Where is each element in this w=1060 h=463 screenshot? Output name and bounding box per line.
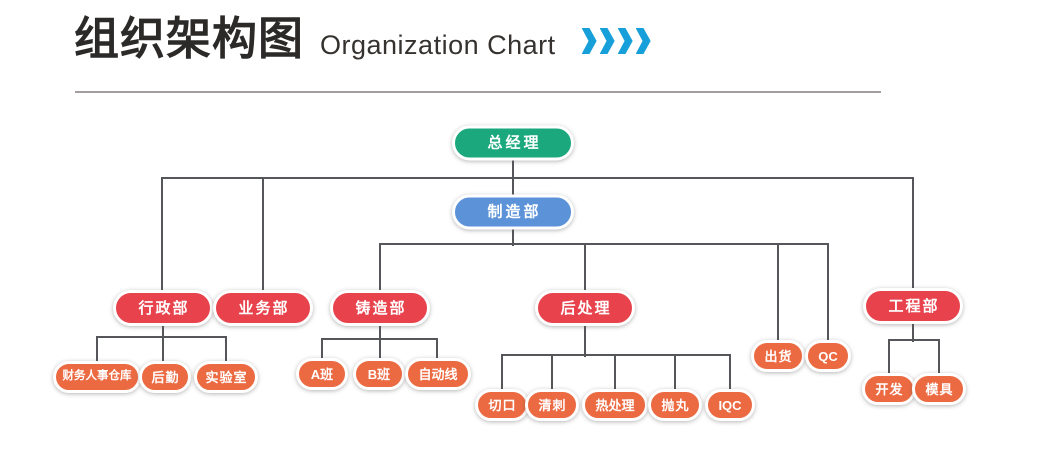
- connector-line: [262, 177, 264, 295]
- connector-line: [888, 339, 940, 341]
- connector-line: [161, 177, 914, 179]
- chevron-glyph: [617, 28, 633, 54]
- connector-line: [379, 243, 829, 245]
- org-node-laboratory: 实验室: [194, 361, 258, 393]
- connector-line: [161, 177, 163, 295]
- org-node-business-dept: 业务部: [213, 290, 313, 326]
- chevron-glyph: [599, 28, 615, 54]
- connector-line: [162, 336, 164, 366]
- org-node-engineering-dept: 工程部: [863, 288, 963, 324]
- chevron-glyph: [581, 28, 597, 54]
- connector-line: [501, 354, 503, 394]
- org-node-development: 开发: [862, 373, 916, 405]
- org-node-post-processing-dept: 后处理: [535, 290, 635, 326]
- org-node-mold: 模具: [912, 373, 966, 405]
- connector-line: [96, 336, 227, 338]
- divider: [75, 91, 881, 93]
- header: 组织架构图 Organization Chart: [74, 12, 651, 66]
- org-node-auto-line: 自动线: [405, 358, 471, 390]
- connector-line: [501, 354, 731, 356]
- connector-line: [436, 338, 438, 363]
- connector-line: [614, 354, 616, 394]
- connector-line: [888, 339, 890, 378]
- org-node-qc: QC: [805, 340, 851, 372]
- connector-line: [827, 243, 829, 345]
- connector-line: [96, 336, 98, 366]
- org-node-heat-treatment: 热处理: [582, 389, 648, 421]
- connector-line: [162, 321, 164, 339]
- org-node-shipping: 出货: [751, 340, 805, 372]
- org-node-admin-dept: 行政部: [113, 290, 213, 326]
- org-node-team-b: B班: [353, 358, 405, 390]
- connector-line: [912, 177, 914, 293]
- chevron-glyph: [635, 28, 651, 54]
- connector-line: [379, 338, 381, 363]
- page-title: 组织架构图: [74, 13, 305, 64]
- connector-line: [729, 354, 731, 394]
- org-node-shot-blasting: 抛丸: [648, 389, 702, 421]
- connector-line: [512, 225, 514, 246]
- connector-line: [912, 320, 914, 342]
- org-node-general-manager: 总经理: [452, 125, 574, 161]
- page-subtitle: Organization Chart: [320, 30, 556, 60]
- org-node-team-a: A班: [296, 358, 348, 390]
- connector-line: [379, 321, 381, 341]
- connector-line: [777, 243, 779, 345]
- connector-line: [225, 336, 227, 366]
- org-node-manufacturing-dept: 制造部: [452, 194, 574, 230]
- org-node-casting-dept: 铸造部: [330, 290, 430, 326]
- org-node-cutting: 切口: [475, 389, 529, 421]
- connector-line: [584, 321, 586, 357]
- connector-line: [674, 354, 676, 394]
- chevron-right-icon: [581, 28, 651, 54]
- connector-line: [938, 339, 940, 378]
- connector-line: [551, 354, 553, 394]
- org-node-finance-hr-warehouse: 财务人事仓库: [53, 361, 141, 393]
- connector-line: [379, 243, 381, 295]
- connector-line: [584, 243, 586, 295]
- org-node-logistics: 后勤: [139, 361, 191, 393]
- connector-line: [321, 338, 323, 363]
- org-node-deburring: 清刺: [525, 389, 579, 421]
- org-node-iqc: IQC: [705, 389, 755, 421]
